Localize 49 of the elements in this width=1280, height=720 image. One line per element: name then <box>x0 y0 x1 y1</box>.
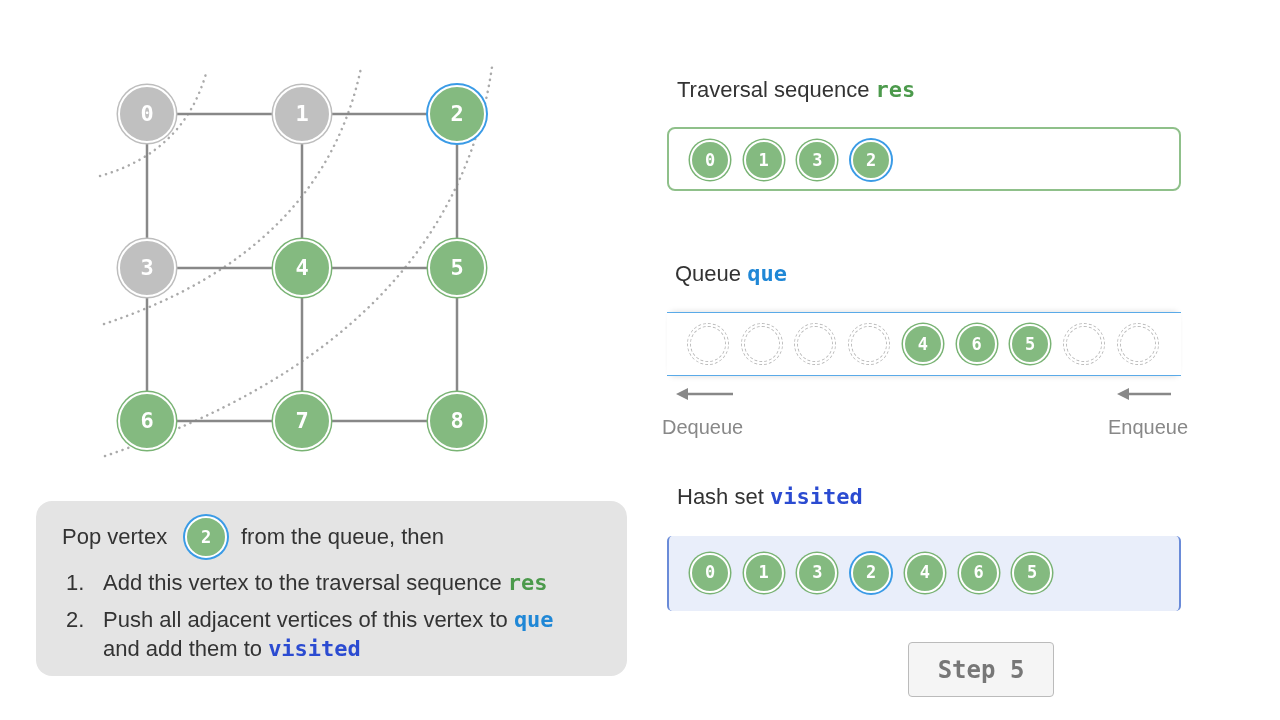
instruction-text: from the queue, then <box>241 523 445 551</box>
vertex-circle: 5 <box>1012 552 1053 593</box>
vertex-circle: 3 <box>797 552 838 593</box>
graph-edge <box>145 298 149 391</box>
graph-edge <box>332 112 427 116</box>
panel-heading: Hash set visited <box>677 484 863 510</box>
graph-edge <box>177 112 272 116</box>
vertex-circle: 0 <box>690 552 730 593</box>
vertex-circle: 2 <box>185 516 227 558</box>
vertex-circle: 6 <box>958 552 999 593</box>
graph-edge <box>455 298 459 391</box>
vertex-circle: 0 <box>118 85 176 143</box>
instruction-text: Push all adjacent vertices of this vertex to que and add them to visited <box>103 606 555 663</box>
instruction-text: Add this vertex to the traversal sequence res <box>103 569 549 597</box>
panel-heading: Queue que <box>675 261 787 287</box>
vertex-circle: 4 <box>902 324 943 364</box>
graph-edge <box>332 266 427 270</box>
vertex-circle: 4 <box>904 552 945 593</box>
vertex-circle: 5 <box>1010 324 1051 364</box>
direction-label: Dequeue <box>662 416 744 439</box>
instruction-card <box>36 501 627 676</box>
vertex-circle: 4 <box>273 239 331 297</box>
instruction-text: Pop vertex <box>62 523 168 551</box>
list-number: 1. <box>66 569 85 597</box>
graph-edge <box>177 419 272 423</box>
graph-edge <box>332 419 427 423</box>
graph-edge <box>300 144 304 238</box>
step-button: Step 5 <box>908 642 1054 697</box>
vertex-circle: 8 <box>428 392 486 450</box>
graph-edge <box>145 144 149 238</box>
vertex-circle: 6 <box>956 324 997 364</box>
vertex-circle: 1 <box>743 140 784 180</box>
graph-edge <box>455 144 459 238</box>
vertex-circle: 0 <box>690 140 730 180</box>
vertex-circle: 3 <box>118 239 176 297</box>
vertex-circle: 5 <box>428 239 486 297</box>
graph-edge <box>300 298 304 391</box>
vertex-circle: 7 <box>273 392 331 450</box>
vertex-circle: 1 <box>273 85 331 143</box>
graph-edge <box>177 266 272 270</box>
vertex-circle: 2 <box>851 140 892 180</box>
direction-label: Enqueue <box>1107 416 1188 439</box>
vertex-circle: 2 <box>428 85 486 143</box>
vertex-circle: 6 <box>118 392 176 450</box>
vertex-circle: 1 <box>743 552 784 593</box>
vertex-circle: 2 <box>851 552 892 593</box>
list-number: 2. <box>66 606 85 634</box>
vertex-circle: 3 <box>797 140 838 180</box>
panel-heading: Traversal sequence res <box>677 77 916 103</box>
